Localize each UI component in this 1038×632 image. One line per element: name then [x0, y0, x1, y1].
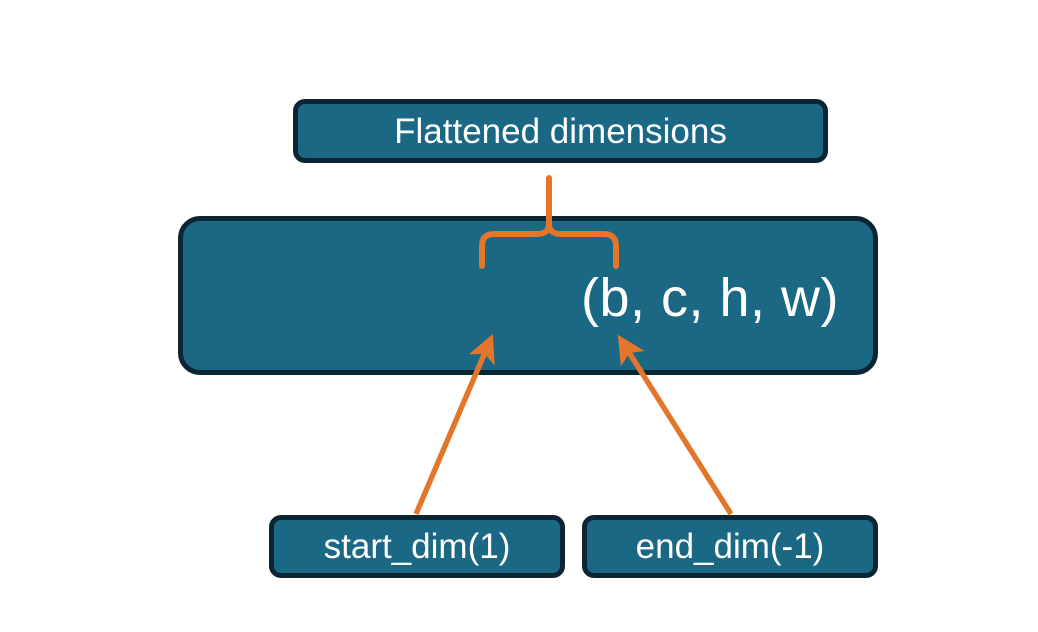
- tensor-shape-label: (b, c, h, w): [580, 268, 840, 328]
- start-dim-box[interactable]: start_dim(1): [269, 515, 565, 578]
- end-dim-box[interactable]: end_dim(-1): [582, 515, 878, 578]
- start-dim-label: start_dim(1): [323, 527, 511, 566]
- flattened-dimensions-box[interactable]: Flattened dimensions: [293, 99, 828, 163]
- end-dim-label: end_dim(-1): [635, 527, 825, 566]
- tensor-shape-box[interactable]: (b, c, h, w): [178, 216, 878, 375]
- flattened-dimensions-label: Flattened dimensions: [394, 111, 727, 151]
